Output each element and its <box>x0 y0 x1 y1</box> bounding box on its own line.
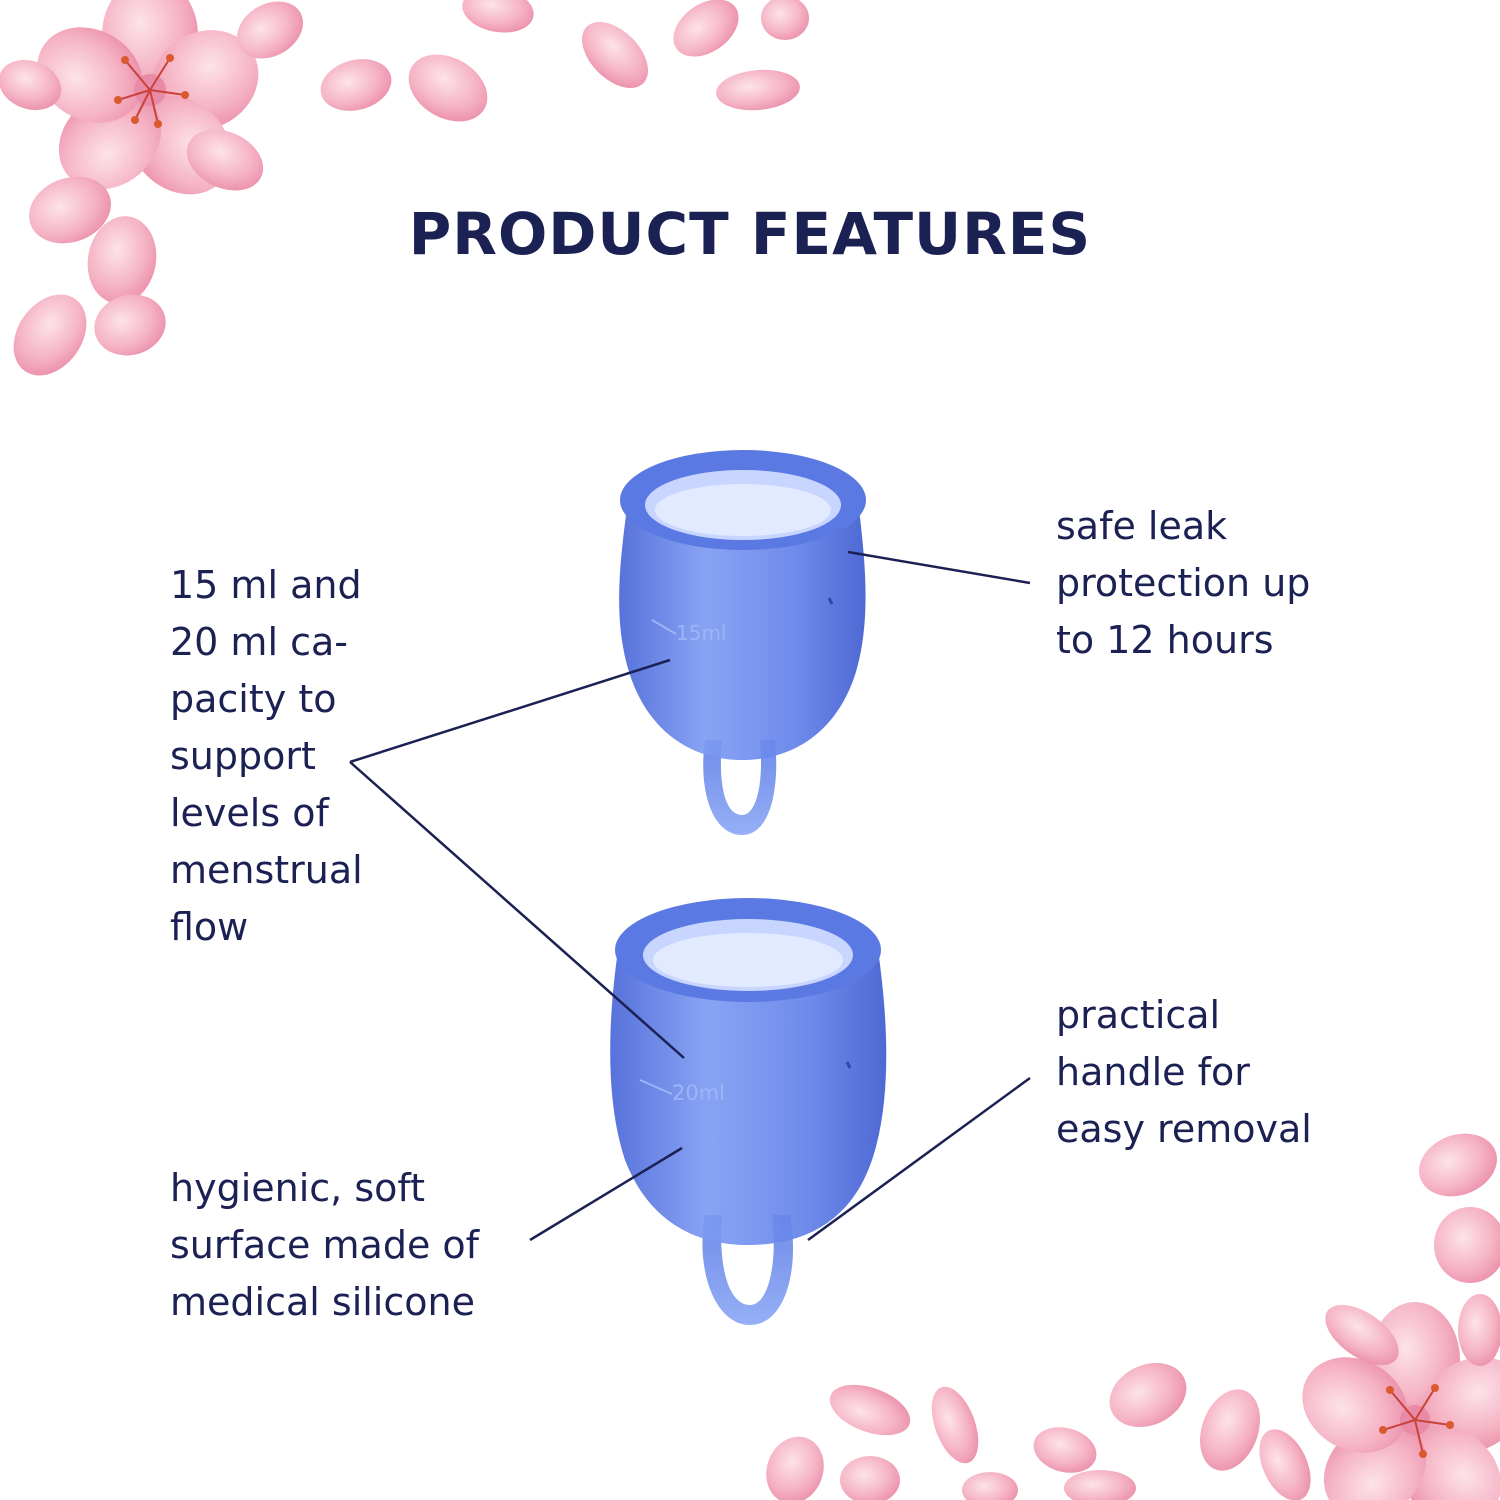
feature-capacity-text: 15 ml and 20 ml ca- pacity to support le… <box>170 557 363 956</box>
leader-line-surface <box>529 1146 683 1242</box>
feature-surface-line: hygienic, soft <box>170 1166 425 1210</box>
feature-surface-text: hygienic, soft surface made of medical s… <box>170 1160 479 1331</box>
leader-line-handle <box>807 1076 1031 1242</box>
feature-capacity-line: levels of <box>170 791 329 835</box>
feature-capacity-line: 15 ml and <box>170 563 362 607</box>
menstrual-cup-icon <box>619 500 866 760</box>
feature-handle-line: practical <box>1056 993 1221 1037</box>
petals-bottom-right-decoration <box>766 1133 1500 1500</box>
feature-leak-line: safe leak <box>1056 504 1228 548</box>
cup-handle-small <box>703 740 777 835</box>
feature-leak-text: safe leak protection up to 12 hours <box>1056 498 1310 669</box>
cup-mark-large: 20ml <box>672 1081 725 1105</box>
feature-capacity-line: menstrual <box>170 848 363 892</box>
callout-lines <box>349 550 1031 1242</box>
cup-handle-large <box>702 1215 794 1325</box>
page-title: PRODUCT FEATURES <box>408 200 1092 268</box>
feature-capacity-line: pacity to <box>170 677 337 721</box>
feature-leak-line: protection up <box>1056 561 1311 605</box>
feature-capacity-line: support <box>170 734 316 778</box>
leader-line-capacity-bottom <box>349 761 685 1059</box>
feature-surface-line: surface made of <box>170 1223 480 1267</box>
menstrual-cup-icon <box>610 950 887 1245</box>
blossom-flower-icon <box>37 0 259 195</box>
cup-mark-small: 15ml <box>676 621 727 645</box>
feature-capacity-line: flow <box>170 905 249 949</box>
feature-surface-line: medical silicone <box>170 1280 475 1324</box>
menstrual-cup-large: 20ml <box>610 898 887 1325</box>
feature-handle-line: handle for <box>1056 1050 1250 1094</box>
menstrual-cup-small: 15ml <box>619 450 866 835</box>
feature-handle-line: easy removal <box>1056 1107 1312 1151</box>
leader-line-capacity-top <box>349 658 671 764</box>
leader-line-leak <box>847 550 1031 585</box>
feature-leak-line: to 12 hours <box>1056 618 1274 662</box>
petals-top-left-decoration <box>0 0 809 376</box>
feature-handle-text: practical handle for easy removal <box>1056 987 1312 1158</box>
feature-capacity-line: 20 ml ca- <box>170 620 348 664</box>
